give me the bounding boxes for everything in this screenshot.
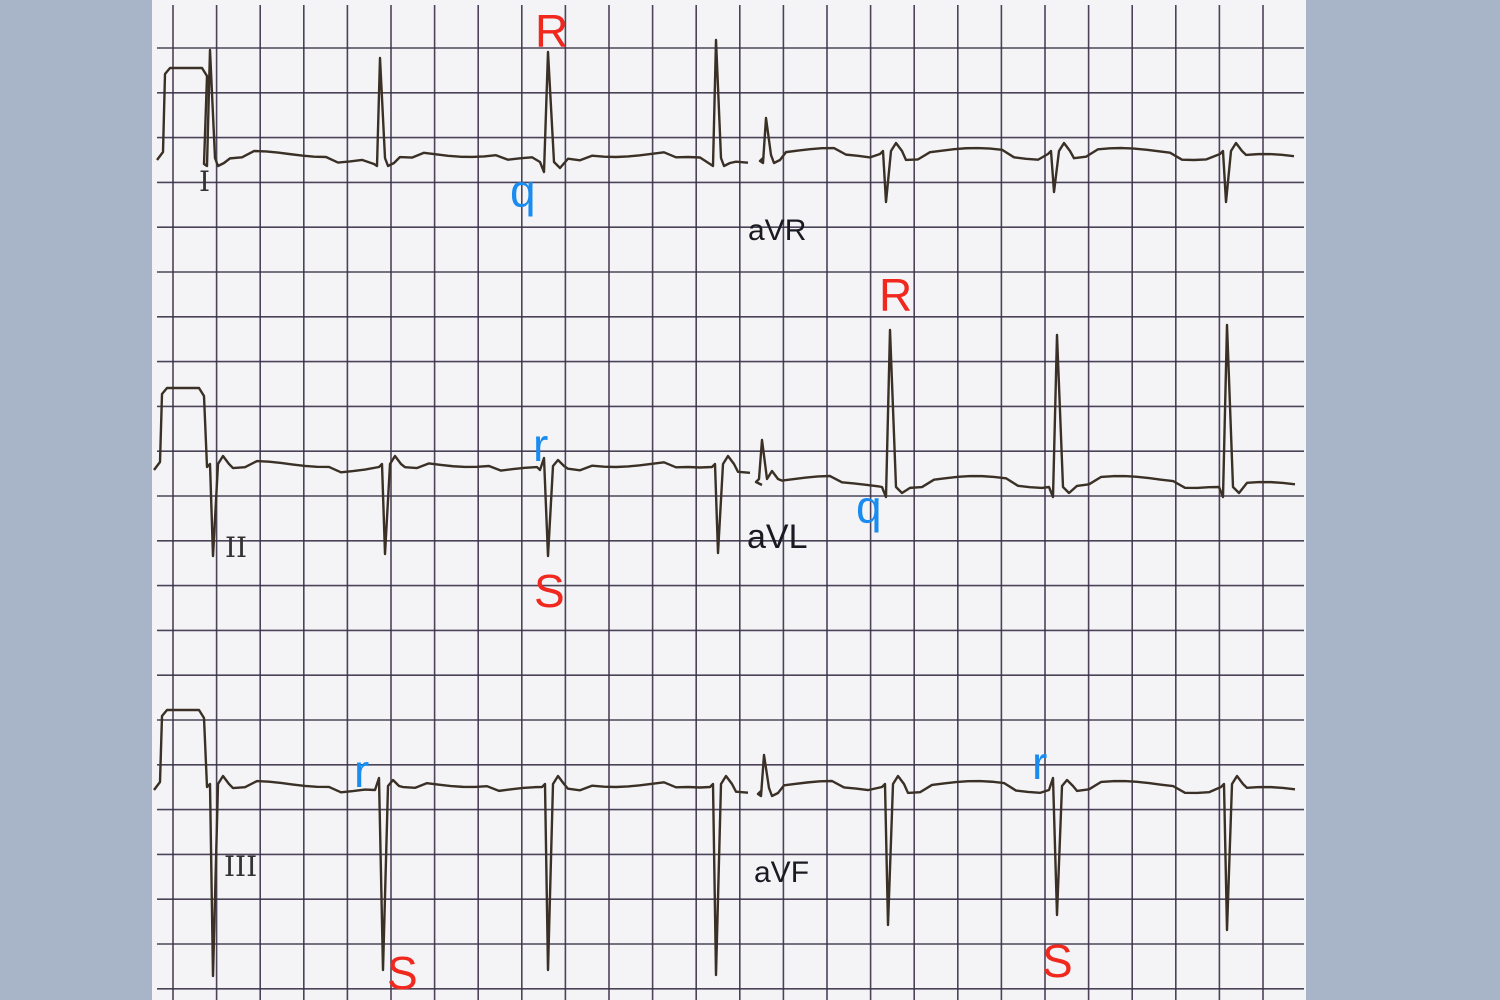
- trace-lead-III: [153, 708, 749, 978]
- annotation-lead-III-S: S: [387, 947, 418, 999]
- annotation-lead-II-S: S: [534, 565, 565, 617]
- annotation-lead-aVF-S: S: [1042, 935, 1073, 987]
- annotation-lead-I-q: q: [510, 165, 536, 217]
- lead-label-aVR: aVR: [748, 214, 807, 247]
- trace-lead-aVR: [758, 116, 1295, 204]
- lead-label-I: I: [199, 165, 211, 198]
- lead-label-aVL: aVL: [747, 518, 808, 556]
- lead-label-III: III: [224, 850, 258, 883]
- lead-label-II: II: [225, 531, 248, 564]
- annotation-lead-II-r: r: [533, 419, 549, 471]
- trace-lead-II: [153, 386, 751, 558]
- annotation-lead-aVF-r: r: [1032, 737, 1048, 789]
- annotation-lead-aVL-q: q: [856, 481, 882, 533]
- ecg-grid: [157, 5, 1304, 1000]
- trace-lead-aVL: [754, 323, 1296, 499]
- ecg-traces: [153, 38, 1296, 978]
- ecg-paper: [152, 0, 1306, 1000]
- trace-lead-I: [156, 38, 749, 174]
- annotation-lead-I-R: R: [535, 5, 569, 57]
- lead-label-aVF: aVF: [754, 856, 810, 889]
- annotation-lead-III-r: r: [354, 745, 370, 797]
- trace-lead-aVF: [756, 753, 1296, 932]
- annotation-lead-aVL-R: R: [879, 269, 913, 321]
